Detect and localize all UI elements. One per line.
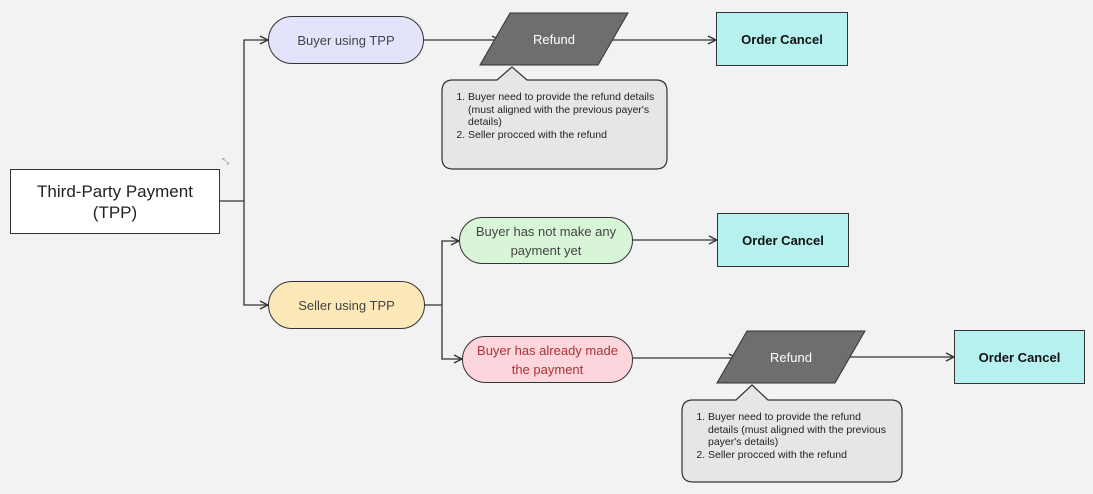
buyer-using-tpp-node[interactable]: Buyer using TPP xyxy=(268,16,424,64)
connector-seller-to-no-payment xyxy=(441,241,459,305)
refund-shape-1[interactable] xyxy=(479,12,629,66)
note-1: Buyer need to provide the refund details… xyxy=(442,82,667,168)
buyer-no-payment-node[interactable]: Buyer has not make any payment yet xyxy=(459,217,633,264)
order-cancel-node-1[interactable]: Order Cancel xyxy=(716,12,848,66)
connectors xyxy=(220,40,954,359)
note-1-item-2: Seller procced with the refund xyxy=(468,129,657,142)
order-cancel-label-3: Order Cancel xyxy=(978,349,1061,365)
connector-root-to-seller xyxy=(243,201,268,305)
root-label: Third-Party Payment (TPP) xyxy=(37,181,193,222)
buyer-paid-node[interactable]: Buyer has already made the payment xyxy=(462,336,633,383)
buyer-paid-label: Buyer has already made the payment xyxy=(477,342,618,377)
seller-using-tpp-label: Seller using TPP xyxy=(298,297,395,313)
refund-shape-2[interactable] xyxy=(716,330,866,384)
connector-root-to-buyer xyxy=(243,40,268,201)
refund-label-2: Refund xyxy=(770,349,812,365)
root-node[interactable]: Third-Party Payment (TPP) xyxy=(10,169,220,234)
order-cancel-node-3[interactable]: Order Cancel xyxy=(954,330,1085,384)
note-2: Buyer need to provide the refund details… xyxy=(682,402,902,482)
note-1-item-1: Buyer need to provide the refund details… xyxy=(468,91,657,129)
note-1-list: Buyer need to provide the refund details… xyxy=(450,91,657,141)
order-cancel-label-2: Order Cancel xyxy=(742,232,824,248)
buyer-no-payment-label: Buyer has not make any payment yet xyxy=(475,223,617,258)
seller-using-tpp-node[interactable]: Seller using TPP xyxy=(268,281,425,329)
order-cancel-label-1: Order Cancel xyxy=(741,31,823,47)
collapse-arrows-icon[interactable]: ⤡ xyxy=(222,156,230,166)
note-callout-2 xyxy=(681,384,903,483)
refund-label-1: Refund xyxy=(533,31,575,47)
note-2-list: Buyer need to provide the refund details… xyxy=(690,411,892,461)
order-cancel-node-2[interactable]: Order Cancel xyxy=(717,213,849,267)
note-2-item-2: Seller procced with the refund xyxy=(708,449,892,462)
buyer-using-tpp-label: Buyer using TPP xyxy=(297,32,395,48)
connector-seller-to-paid xyxy=(441,305,462,359)
note-2-item-1: Buyer need to provide the refund details… xyxy=(708,411,892,449)
note-callout-1 xyxy=(441,66,668,170)
